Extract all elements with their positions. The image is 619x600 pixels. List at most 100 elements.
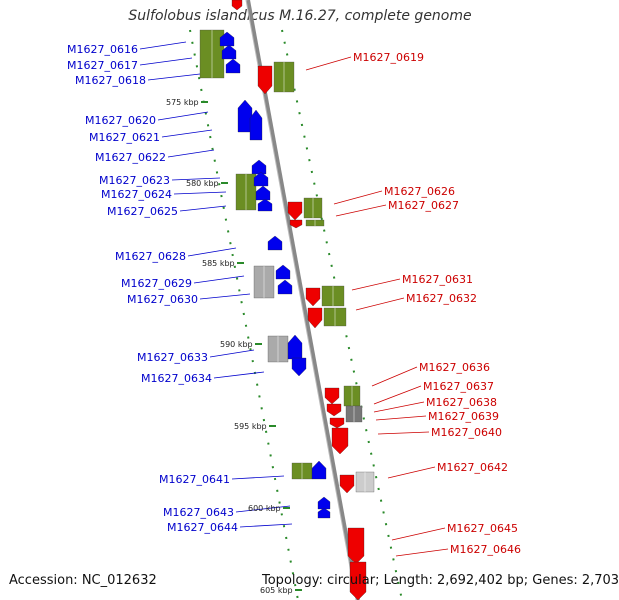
gene-arrow-0646 xyxy=(349,561,367,600)
backbone-group xyxy=(245,0,360,600)
gene-arrow-0641 xyxy=(311,460,327,480)
gene-label-M1627_0646: M1627_0646 xyxy=(450,543,521,556)
gene-label-M1627_0645: M1627_0645 xyxy=(447,522,518,535)
gene-label-M1627_0624: M1627_0624 xyxy=(101,188,172,201)
gene-arrow-0637 xyxy=(326,403,342,417)
scale-label-590-kbp: 590 kbp xyxy=(220,340,253,349)
leader-line-M1627_0619 xyxy=(305,56,352,71)
leader-line-M1627_0636 xyxy=(371,366,418,387)
tick-dots xyxy=(189,29,403,600)
leader-line-M1627_0623 xyxy=(171,177,221,181)
gene-arrow-0624 xyxy=(255,185,271,201)
leader-line-M1627_0631 xyxy=(351,278,401,291)
gene-arrow-0639 xyxy=(329,417,345,429)
gene-arrow-0617 xyxy=(221,44,237,60)
leader-line-M1627_0646 xyxy=(395,548,449,557)
gene-arrow-0632 xyxy=(307,307,323,329)
scale-label-600-kbp: 600 kbp xyxy=(248,504,281,513)
leader-line-M1627_0641 xyxy=(231,475,285,480)
gene-label-M1627_0620: M1627_0620 xyxy=(85,114,156,127)
outer-track-dots xyxy=(281,29,403,600)
leader-line-M1627_0629 xyxy=(193,275,245,284)
leader-line-M1627_0622 xyxy=(167,149,215,158)
gene-arrow-0620 xyxy=(237,99,253,133)
gene-label-M1627_0637: M1627_0637 xyxy=(423,380,494,393)
backbone-highlight xyxy=(245,0,357,600)
gene-label-M1627_0629: M1627_0629 xyxy=(121,277,192,290)
leader-line-M1627_0639 xyxy=(375,415,427,421)
topology-text: Topology: circular; Length: 2,692,402 bp… xyxy=(262,573,619,588)
gene-arrow-0618 xyxy=(225,58,241,74)
leader-line-M1627_0637 xyxy=(373,385,422,405)
genome-map: M1627_0616M1627_0617M1627_0618M1627_0620… xyxy=(67,0,521,600)
gene-label-M1627_0621: M1627_0621 xyxy=(89,131,160,144)
gene-label-M1627_0627: M1627_0627 xyxy=(388,199,459,212)
inner-track-dots xyxy=(189,29,299,600)
gene-arrow-0629 xyxy=(275,264,291,280)
map-title: Sulfolobus islandicus M.16.27, complete … xyxy=(128,8,472,24)
leader-line-M1627_0627 xyxy=(335,204,387,217)
leader-line-M1627_0626 xyxy=(333,190,383,205)
leader-line-M1627_0630 xyxy=(199,293,251,300)
gene-label-M1627_0631: M1627_0631 xyxy=(402,273,473,286)
gene-label-M1627_0640: M1627_0640 xyxy=(431,426,502,439)
gene-label-M1627_0636: M1627_0636 xyxy=(419,361,490,374)
gene-arrow-0640 xyxy=(331,427,349,455)
gene-label-M1627_0617: M1627_0617 xyxy=(67,59,138,72)
leader-line-M1627_0625 xyxy=(179,205,227,212)
gene-label-M1627_0630: M1627_0630 xyxy=(127,293,198,306)
gene-label-M1627_0619: M1627_0619 xyxy=(353,51,424,64)
leader-line-M1627_0645 xyxy=(391,527,446,541)
accession-text: Accession: NC_012632 xyxy=(9,573,157,588)
gene-label-M1627_0638: M1627_0638 xyxy=(426,396,497,409)
gene-arrow-0630 xyxy=(277,279,293,295)
gene-label-M1627_0641: M1627_0641 xyxy=(159,473,230,486)
leader-line-M1627_0621 xyxy=(161,129,213,138)
gene-label-M1627_0618: M1627_0618 xyxy=(75,74,146,87)
leader-line-M1627_0644 xyxy=(239,523,293,528)
leader-line-M1627_0616 xyxy=(139,41,187,50)
gene-label-M1627_0634: M1627_0634 xyxy=(141,372,212,385)
gene-arrow-0619 xyxy=(257,65,273,95)
leader-line-M1627_0632 xyxy=(355,297,405,311)
leader-lines xyxy=(139,41,449,557)
backbone-line xyxy=(246,0,360,600)
gene-arrow-0644 xyxy=(317,507,331,519)
gene-label-M1627_0642: M1627_0642 xyxy=(437,461,508,474)
gene-arrow-0622 xyxy=(251,159,267,175)
gene-arrow-0634 xyxy=(291,357,307,377)
gene-label-M1627_0625: M1627_0625 xyxy=(107,205,178,218)
gene-arrow-0642 xyxy=(339,474,355,494)
gene-arrow-0645 xyxy=(347,527,365,565)
gene-arrow-0626 xyxy=(287,201,303,221)
scale-label-580-kbp: 580 kbp xyxy=(186,179,219,188)
gene-label-M1627_0623: M1627_0623 xyxy=(99,174,170,187)
leader-line-M1627_0628 xyxy=(187,247,237,257)
gene-arrow-0625 xyxy=(257,198,273,212)
leader-line-M1627_0640 xyxy=(377,431,430,435)
leader-line-M1627_0638 xyxy=(373,401,425,413)
gene-arrow-0623 xyxy=(253,171,269,187)
gene-arrow-top xyxy=(231,0,243,11)
leader-line-M1627_0620 xyxy=(157,111,209,121)
gene-labels: M1627_0616M1627_0617M1627_0618M1627_0620… xyxy=(67,43,521,556)
gene-label-M1627_0632: M1627_0632 xyxy=(406,292,477,305)
gene-label-M1627_0626: M1627_0626 xyxy=(384,185,455,198)
gene-label-M1627_0616: M1627_0616 xyxy=(67,43,138,56)
leader-line-M1627_0617 xyxy=(139,57,193,66)
gene-label-M1627_0622: M1627_0622 xyxy=(95,151,166,164)
scale-label-605-kbp: 605 kbp xyxy=(260,586,293,595)
gene-arrow-0631 xyxy=(305,287,321,307)
gene-arrow-0628 xyxy=(267,235,283,251)
gene-label-M1627_0633: M1627_0633 xyxy=(137,351,208,364)
leader-line-M1627_0634 xyxy=(213,371,265,379)
scale-label-585-kbp: 585 kbp xyxy=(202,259,235,268)
leader-line-M1627_0624 xyxy=(173,191,227,195)
gene-arrow-0621 xyxy=(249,109,263,141)
gene-arrow-0627 xyxy=(289,219,303,229)
gene-label-M1627_0628: M1627_0628 xyxy=(115,250,186,263)
gene-arrow-0636 xyxy=(324,387,340,405)
leader-line-M1627_0642 xyxy=(387,466,436,479)
gene-label-M1627_0644: M1627_0644 xyxy=(167,521,238,534)
